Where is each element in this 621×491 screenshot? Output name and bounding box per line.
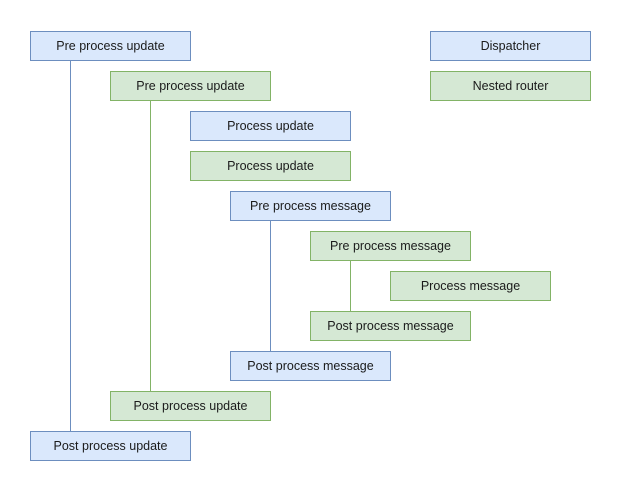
connector-n1-to-n11 (70, 61, 71, 431)
node-process-message-router[interactable]: Process message (390, 271, 551, 301)
node-pre-process-message-dispatcher[interactable]: Pre process message (230, 191, 391, 221)
legend-item-nested-router[interactable]: Nested router (430, 71, 591, 101)
legend-item-dispatcher[interactable]: Dispatcher (430, 31, 591, 61)
connector-n2-to-n10 (150, 101, 151, 391)
connector-n6-to-n8 (350, 261, 351, 311)
node-pre-process-update-dispatcher[interactable]: Pre process update (30, 31, 191, 61)
node-post-process-update-router[interactable]: Post process update (110, 391, 271, 421)
node-post-process-message-dispatcher[interactable]: Post process message (230, 351, 391, 381)
connector-n5-to-n9 (270, 221, 271, 351)
node-pre-process-update-router[interactable]: Pre process update (110, 71, 271, 101)
node-post-process-message-router[interactable]: Post process message (310, 311, 471, 341)
node-process-update-router[interactable]: Process update (190, 151, 351, 181)
node-post-process-update-dispatcher[interactable]: Post process update (30, 431, 191, 461)
node-pre-process-message-router[interactable]: Pre process message (310, 231, 471, 261)
node-process-update-dispatcher[interactable]: Process update (190, 111, 351, 141)
